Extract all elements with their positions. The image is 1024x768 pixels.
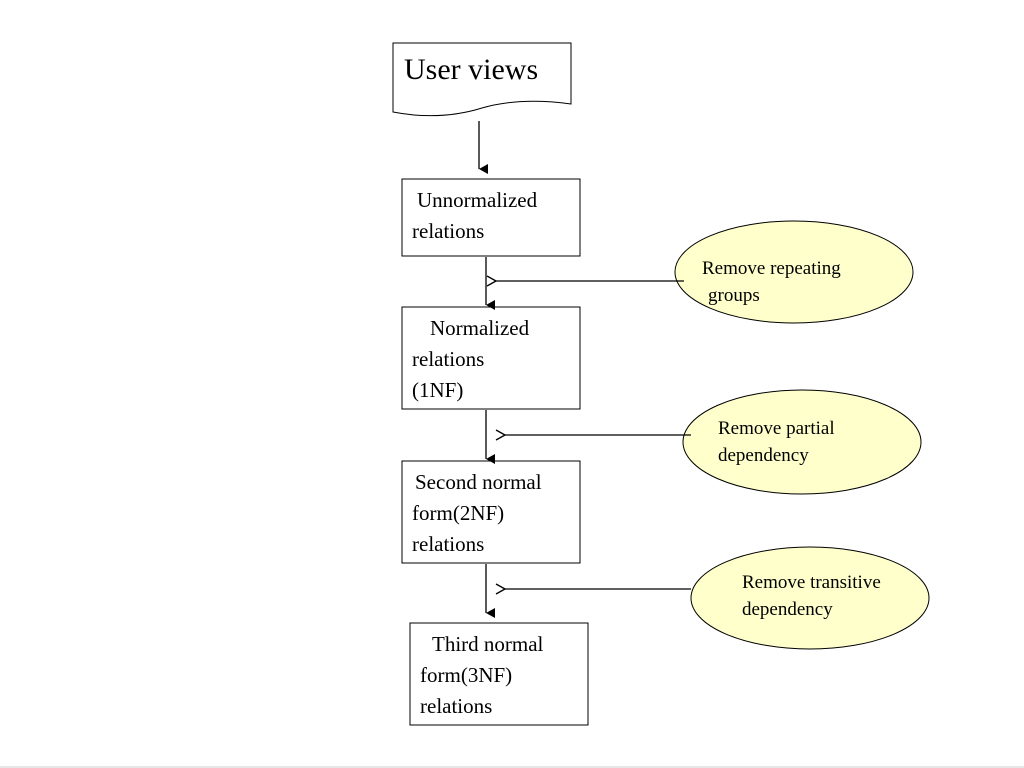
remove-repeating-line-2: groups (708, 285, 760, 306)
unnormalized-line-2: relations (412, 219, 485, 243)
normalized-1nf-label: Normalized relations (1NF) (412, 313, 529, 406)
user-views-label: User views (404, 53, 539, 86)
unnormalized-relations-box (401, 178, 581, 257)
remove-partial-dependency-ellipse (682, 389, 922, 495)
remove-partial-dependency-label: Remove partial dependency (718, 415, 835, 469)
remove-repeating-line-1: Remove repeating (702, 258, 841, 279)
third-normal-form-box (409, 622, 589, 726)
remove-transitive-line-2: dependency (742, 599, 833, 620)
normalized-line-1: Normalized (430, 316, 530, 340)
second-normal-form-label: Second normal form(2NF) relations (412, 467, 542, 560)
user-views-document-shape (392, 42, 572, 117)
third-normal-form-label: Third normal form(3NF) relations (420, 629, 543, 722)
unnormalized-relations-label: Unnormalized relations (412, 185, 537, 247)
normalized-line-3: (1NF) (412, 378, 464, 402)
second-nf-line-2: form(2NF) (412, 501, 505, 525)
normalized-1nf-box (401, 306, 581, 410)
unnormalized-line-1: Unnormalized (417, 188, 538, 212)
remove-partial-line-1: Remove partial (718, 418, 835, 439)
third-nf-line-2: form(3NF) (420, 663, 513, 687)
remove-repeating-groups-ellipse (674, 220, 914, 324)
second-nf-line-3: relations (412, 532, 485, 556)
remove-partial-line-2: dependency (718, 445, 809, 466)
remove-transitive-line-1: Remove transitive (742, 572, 881, 593)
bottom-divider (0, 766, 1024, 768)
remove-transitive-dependency-label: Remove transitive dependency (742, 569, 881, 623)
remove-repeating-groups-label: Remove repeating groups (702, 255, 841, 309)
second-nf-line-1: Second normal (415, 470, 542, 494)
second-normal-form-box (401, 460, 581, 564)
remove-transitive-dependency-ellipse (690, 546, 930, 650)
third-nf-line-1: Third normal (432, 632, 544, 656)
third-nf-line-3: relations (420, 694, 493, 718)
normalized-line-2: relations (412, 347, 485, 371)
